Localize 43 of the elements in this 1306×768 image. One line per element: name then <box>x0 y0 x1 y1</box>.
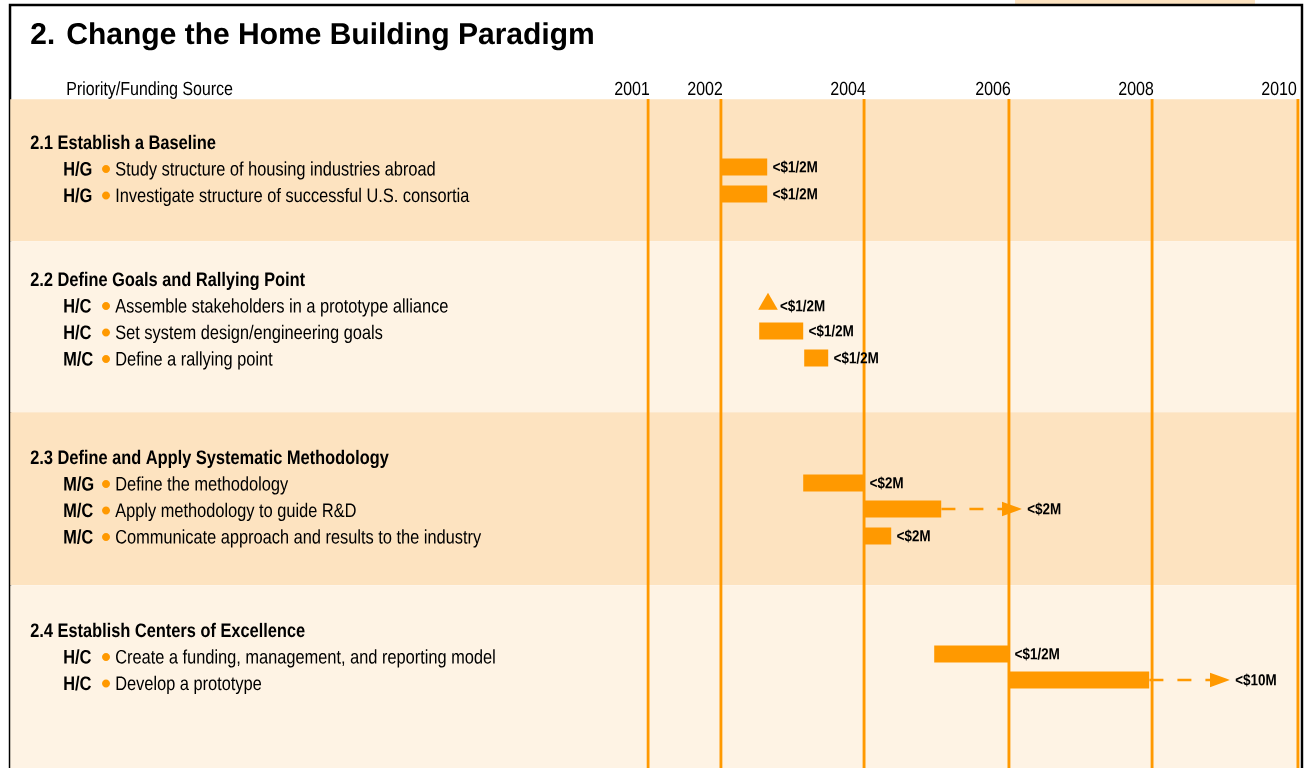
task-text: Communicate approach and results to the industry <box>116 529 482 548</box>
priority-code: M/C <box>64 351 93 366</box>
task-text: Set system design/engineering goals <box>115 324 383 344</box>
section-heading: 2.1 Establish a Baseline <box>30 134 216 150</box>
year-label: 2002 <box>688 81 722 96</box>
priority-code: M/C <box>64 502 93 518</box>
bar <box>1009 671 1150 689</box>
year-label: 2008 <box>1119 81 1154 96</box>
task-text: Define the methodology <box>116 476 289 495</box>
column-header: Priority/Funding Source <box>67 81 233 99</box>
priority-code: M/G <box>64 476 94 491</box>
cost-label: <$1/2M <box>773 160 817 174</box>
section-heading: 2.3 Define and Apply Systematic Methodology <box>30 449 389 469</box>
task-text: Develop a prototype <box>116 675 262 695</box>
cost-label: <$2M <box>870 476 903 490</box>
priority-code: H/C <box>64 649 91 664</box>
priority-code: H/G <box>64 187 92 203</box>
year-label: 2006 <box>976 81 1011 96</box>
task-text: Apply methodology to guide R&D <box>115 502 356 522</box>
cost-label: <$1/2M <box>1015 647 1059 661</box>
task-text: Define a rallying point <box>116 351 273 370</box>
bar <box>864 500 942 518</box>
cost-label: <$1/2M <box>809 324 853 338</box>
priority-code: H/G <box>64 161 92 176</box>
task-text: Investigate structure of successful U.S. consortia <box>116 187 470 207</box>
section-heading: 2.2 Define Goals and Rallying Point <box>30 271 305 291</box>
task-text: Study structure of housing industries abroad <box>115 161 435 180</box>
year-label: 2001 <box>615 81 649 96</box>
cost-label: <$2M <box>897 529 930 543</box>
priority-code: H/C <box>64 298 91 313</box>
task-text: Create a funding, management, and reporting model <box>116 649 495 668</box>
section-heading: 2.4 Establish Centers of Excellence <box>30 622 305 638</box>
priority-code: M/C <box>64 529 93 544</box>
cost-label: <$10M <box>1234 672 1278 688</box>
cost-label: <$1/2M <box>780 299 825 313</box>
year-label: 2004 <box>831 81 866 96</box>
cost-label: <$2M <box>1026 501 1063 517</box>
task-text: Assemble stakeholders in a prototype alliance <box>115 298 448 317</box>
priority-code: H/C <box>64 675 91 691</box>
cost-label: <$1/2M <box>773 187 817 201</box>
title: 2. Change the Home Building Paradigm <box>31 22 593 51</box>
year-label: 2010 <box>1262 81 1297 96</box>
priority-code: H/C <box>64 324 91 340</box>
